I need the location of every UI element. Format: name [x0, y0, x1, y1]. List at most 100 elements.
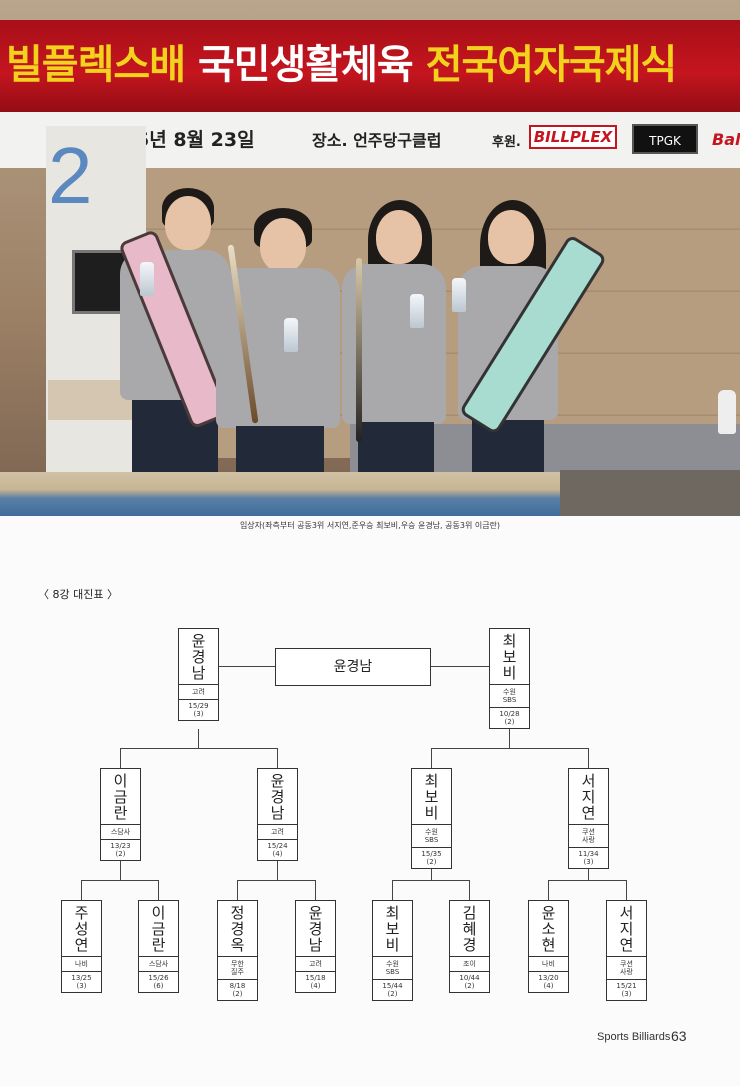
player-score: 15/21 (3): [616, 982, 637, 998]
semi-connector-right-drop2: [588, 748, 589, 768]
player-club: 고려: [258, 825, 297, 840]
sponsor-billplex-logo: BILLPLEX: [529, 125, 617, 149]
qf-connector-1-drop2: [158, 880, 159, 900]
banner-text-sponsor: 빌플렉스배: [6, 42, 186, 88]
water-bottle: [718, 390, 736, 434]
player-score: 10/44 (2): [459, 974, 480, 990]
player-score: 15/24 (4): [267, 842, 288, 858]
player-score: 13/23 (2): [110, 842, 131, 858]
qf-connector-3-drop1: [392, 880, 393, 900]
semi-connector-left-bar: [120, 748, 278, 749]
qf-connector-2-drop1: [237, 880, 238, 900]
player-score: 11/34 (3): [578, 850, 599, 866]
semifinal-box-2: 윤 경 남 고려 15/24 (4): [257, 768, 298, 861]
player-name: 윤 경 남: [179, 629, 218, 685]
qf-connector-3-drop2: [469, 880, 470, 900]
trophy-3: [410, 294, 424, 328]
player-score: 15/18 (4): [305, 974, 326, 990]
semifinal-box-4: 서 지 연 쿠션 사랑 11/34 (3): [568, 768, 609, 869]
finalist-box-left: 윤 경 남 고려 15/29 (3): [178, 628, 219, 721]
billiard-table-rail: [0, 472, 560, 516]
player-name: 윤 소 현: [529, 901, 568, 957]
player-club: 수원 SBS: [490, 685, 529, 708]
player-club: 나비: [62, 957, 101, 972]
finalist-box-right: 최 보 비 수원 SBS 10/28 (2): [489, 628, 530, 729]
player-score: 15/26 (6): [148, 974, 169, 990]
qf-connector-4-drop2: [626, 880, 627, 900]
player-name: 이 금 란: [101, 769, 140, 825]
player-name: 김 혜 경: [450, 901, 489, 957]
player-score: 8/18 (2): [229, 982, 246, 998]
semi-connector-right-bar: [431, 748, 589, 749]
qf-connector-4-drop1: [548, 880, 549, 900]
qf-connector-1-stem: [120, 860, 121, 880]
qf-connector-2-stem: [277, 860, 278, 880]
player-score: 10/28 (2): [499, 710, 520, 726]
player-name: 최 보 비: [373, 901, 412, 957]
final-connector-right: [431, 666, 489, 667]
sponsor-tpgk-logo: TPGK: [632, 124, 698, 154]
player-score: 13/25 (3): [71, 974, 92, 990]
semi-connector-left-stem: [198, 729, 199, 748]
semi-connector-left-drop2: [277, 748, 278, 768]
quarterfinal-box-7: 윤 소 현 나비 13/20 (4): [528, 900, 569, 993]
player-club: 무한 질주: [218, 957, 257, 980]
player-club: 쿠션 사랑: [569, 825, 608, 848]
page-number: 63: [671, 1028, 687, 1044]
player-name: 이 금 란: [139, 901, 178, 957]
semifinal-box-1: 이 금 란 스담사 13/23 (2): [100, 768, 141, 861]
qf-connector-4-bar: [548, 880, 627, 881]
event-venue: 장소. 언주당구클럽: [312, 131, 442, 150]
semi-connector-right-stem: [509, 729, 510, 748]
table-number: 2: [48, 131, 93, 220]
banner-text-category: 국민생활체육: [197, 42, 414, 88]
player-club: 고려: [296, 957, 335, 972]
quarterfinal-box-6: 김 혜 경 조이 10/44 (2): [449, 900, 490, 993]
player-name: 윤 경 남: [296, 901, 335, 957]
player-club: 수원 SBS: [412, 825, 451, 848]
player-club: 쿠션 사랑: [607, 957, 646, 980]
magazine-name: Sports Billiards: [597, 1031, 671, 1043]
quarterfinal-box-1: 주 성 연 나비 13/25 (3): [61, 900, 102, 993]
quarterfinal-box-3: 정 경 옥 무한 질주 8/18 (2): [217, 900, 258, 1001]
bracket-title: 〈 8강 대진표 〉: [38, 588, 118, 601]
semi-connector-left-drop1: [120, 748, 121, 768]
banner-text-event: 전국여자국제식: [425, 42, 678, 88]
player-club: 수원 SBS: [373, 957, 412, 980]
quarterfinal-box-5: 최 보 비 수원 SBS 15/44 (2): [372, 900, 413, 1001]
sponsor-ball-logo: Ball: [712, 130, 740, 149]
banner-title: 빌플렉스배 국민생활체육 전국여자국제식: [6, 32, 678, 90]
trophy-2: [284, 318, 298, 352]
floor: [560, 470, 740, 516]
champion-box: 윤경남: [275, 648, 431, 686]
quarterfinal-box-8: 서 지 연 쿠션 사랑 15/21 (3): [606, 900, 647, 1001]
player-name: 서 지 연: [569, 769, 608, 825]
player-name: 서 지 연: [607, 901, 646, 957]
player-name: 최 보 비: [412, 769, 451, 825]
qf-connector-4-stem: [588, 860, 589, 880]
player-name: 최 보 비: [490, 629, 529, 685]
player-score: 13/20 (4): [538, 974, 559, 990]
player-name: 주 성 연: [62, 901, 101, 957]
event-date: 5년 8월 23일: [136, 129, 255, 151]
quarterfinal-box-4: 윤 경 남 고려 15/18 (4): [295, 900, 336, 993]
qf-connector-1-drop1: [81, 880, 82, 900]
qf-connector-2-bar: [237, 880, 316, 881]
cue-stick-2: [356, 258, 362, 442]
trophy-1: [140, 262, 154, 296]
qf-connector-2-drop2: [315, 880, 316, 900]
player-club: 고려: [179, 685, 218, 700]
award-photo: 빌플렉스배 국민생활체육 전국여자국제식 5년 8월 23일 장소. 언주당구클…: [0, 0, 740, 516]
player-club: 조이: [450, 957, 489, 972]
player-club: 스담사: [101, 825, 140, 840]
semi-connector-right-drop1: [431, 748, 432, 768]
photo-caption: 입상자(좌측부터 공동3위 서지연,준우승 최보비,우승 윤경남, 공동3위 이…: [239, 521, 501, 530]
player-name: 윤 경 남: [258, 769, 297, 825]
trophy-4: [452, 278, 466, 312]
qf-connector-3-bar: [392, 880, 470, 881]
player-score: 15/29 (3): [188, 702, 209, 718]
player-score: 15/35 (2): [421, 850, 442, 866]
player-score: 15/44 (2): [382, 982, 403, 998]
event-banner: [0, 20, 740, 116]
player-club: 스담사: [139, 957, 178, 972]
